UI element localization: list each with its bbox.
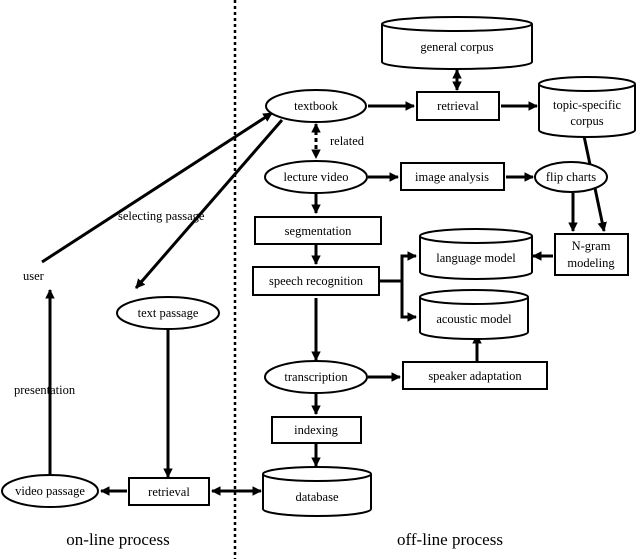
n-gram-label-2: modeling bbox=[567, 256, 615, 270]
arrow-speech-acousticmodel bbox=[400, 281, 417, 322]
text-passage-label: text passage bbox=[138, 306, 199, 320]
video-passage-label: video passage bbox=[15, 484, 85, 498]
arrow-speech-languagemodel bbox=[400, 251, 417, 281]
indexing-label: indexing bbox=[294, 423, 338, 437]
topic-specific-corpus-node: topic-specific corpus bbox=[538, 76, 636, 138]
n-gram-label-1: N-gram bbox=[572, 239, 611, 253]
n-gram-modeling-node: N-gram modeling bbox=[554, 233, 629, 276]
selecting-passage-label: selecting passage bbox=[118, 209, 205, 223]
retrieval-top-node: retrieval bbox=[416, 91, 500, 121]
retrieval-top-label: retrieval bbox=[437, 99, 479, 113]
database-node: database bbox=[262, 466, 372, 517]
image-analysis-label: image analysis bbox=[415, 170, 489, 184]
user-label: user bbox=[23, 269, 45, 283]
language-model-label: language model bbox=[436, 251, 516, 265]
lecture-video-label: lecture video bbox=[284, 170, 349, 184]
retrieval-bottom-label: retrieval bbox=[148, 485, 190, 499]
acoustic-model-label: acoustic model bbox=[436, 312, 512, 326]
database-label: database bbox=[295, 490, 338, 504]
presentation-label: presentation bbox=[14, 383, 76, 397]
speech-recognition-label: speech recognition bbox=[269, 274, 364, 288]
lecture-video-node: lecture video bbox=[264, 160, 368, 194]
arrow-textbook-textpassage bbox=[134, 119, 284, 289]
textbook-node: textbook bbox=[265, 89, 367, 123]
acoustic-model-node: acoustic model bbox=[419, 289, 529, 340]
speaker-adaptation-node: speaker adaptation bbox=[402, 361, 548, 390]
flip-charts-label: flip charts bbox=[546, 170, 596, 184]
segmentation-node: segmentation bbox=[254, 216, 382, 245]
retrieval-bottom-node: retrieval bbox=[128, 477, 210, 506]
general-corpus-label: general corpus bbox=[420, 40, 493, 54]
online-process-title: on-line process bbox=[66, 530, 169, 549]
text-passage-node: text passage bbox=[116, 296, 220, 330]
offline-process-title: off-line process bbox=[397, 530, 503, 549]
video-passage-node: video passage bbox=[1, 474, 99, 508]
speech-recognition-node: speech recognition bbox=[252, 266, 380, 296]
transcription-label: transcription bbox=[284, 370, 348, 384]
speaker-adaptation-label: speaker adaptation bbox=[428, 369, 522, 383]
topic-specific-label-2: corpus bbox=[570, 114, 603, 128]
related-label: related bbox=[330, 134, 365, 148]
segmentation-label: segmentation bbox=[285, 224, 352, 238]
topic-specific-label-1: topic-specific bbox=[553, 98, 621, 112]
textbook-label: textbook bbox=[294, 99, 338, 113]
indexing-node: indexing bbox=[271, 416, 362, 444]
language-model-node: language model bbox=[419, 228, 533, 280]
flip-charts-node: flip charts bbox=[534, 161, 608, 193]
image-analysis-node: image analysis bbox=[400, 162, 505, 191]
arrow-user-textbook bbox=[41, 111, 273, 264]
general-corpus-node: general corpus bbox=[381, 16, 533, 70]
transcription-node: transcription bbox=[264, 360, 368, 394]
